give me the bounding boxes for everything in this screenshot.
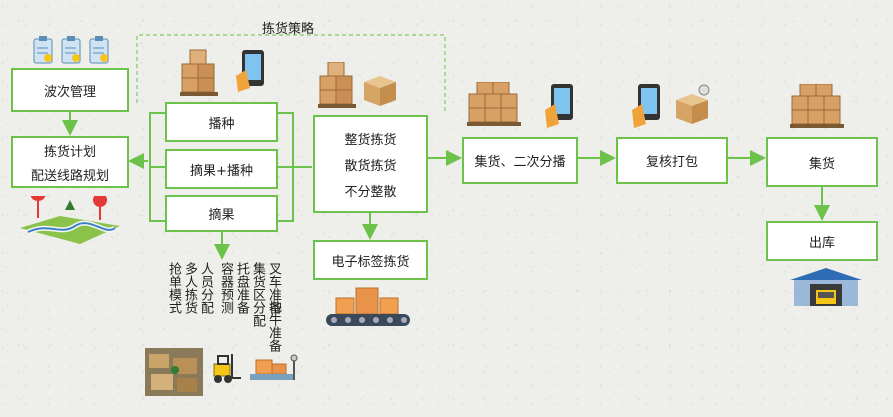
review-pack-box[interactable]: 复核打包 xyxy=(616,137,728,184)
wave-management-box[interactable]: 波次管理 xyxy=(11,68,129,112)
pick-plan-box[interactable]: 拣货计划 配送线路规划 xyxy=(11,136,129,188)
note-container-forecast: 容器预测 xyxy=(218,262,233,314)
mixed-pick-label: 不分整散 xyxy=(344,184,397,200)
warehouse-icon xyxy=(145,348,203,396)
route-map-icon xyxy=(20,196,120,244)
boxes-icon xyxy=(180,49,264,96)
pallet-scale-icon xyxy=(250,354,298,380)
sow-box[interactable]: 播种 xyxy=(165,102,278,142)
note-collect-area: 集货区分配 xyxy=(250,262,265,327)
rfid-pick-label: 电子标签拣货 xyxy=(331,254,410,270)
note-staff-assign: 人员分配 xyxy=(198,262,213,314)
pick-label: 摘果 xyxy=(208,208,235,223)
clipboard-icon xyxy=(33,36,109,64)
note-forklift-prep: 叉车准备 xyxy=(266,262,281,314)
collect-box[interactable]: 集货 xyxy=(766,137,878,187)
note-multi-pick: 多人拣货 xyxy=(182,262,197,314)
pick-sow-label: 摘果+播种 xyxy=(190,163,253,179)
forklift-icon xyxy=(213,354,241,383)
outbound-label: 出库 xyxy=(808,235,835,251)
boxes-icon xyxy=(790,84,844,128)
review-pack-label: 复核打包 xyxy=(645,155,698,170)
strategy-label: 拣货策略 xyxy=(262,22,315,37)
rfid-pick-box[interactable]: 电子标签拣货 xyxy=(313,240,428,280)
collect-sort-label: 集货、二次分播 xyxy=(474,155,566,170)
pick-sow-box[interactable]: 摘果+播种 xyxy=(165,149,278,189)
outbound-box[interactable]: 出库 xyxy=(766,221,878,261)
conveyor-icon xyxy=(326,287,410,326)
pick-plan-label: 拣货计划 xyxy=(43,144,96,160)
note-pallet-jack-prep: 地牛准备 xyxy=(266,300,281,352)
pick-box[interactable]: 摘果 xyxy=(165,195,278,232)
boxes-icon xyxy=(467,82,573,128)
wave-management-label: 波次管理 xyxy=(43,84,96,100)
collect-label: 集货 xyxy=(808,156,835,172)
whole-pick-label: 整货拣货 xyxy=(344,132,397,148)
note-grab-mode: 抢单模式 xyxy=(166,262,181,314)
phone-icon xyxy=(632,84,710,128)
collect-sort-box[interactable]: 集货、二次分播 xyxy=(462,137,578,184)
warehouse-icon xyxy=(790,268,862,306)
pick-methods-box[interactable]: 整货拣货 散货拣货 不分整散 xyxy=(313,115,428,213)
boxes-icon xyxy=(318,62,396,108)
loose-pick-label: 散货拣货 xyxy=(344,158,397,174)
sow-label: 播种 xyxy=(208,116,235,132)
route-plan-label: 配送线路规划 xyxy=(30,168,109,184)
note-pallet-prep: 托盘准备 xyxy=(234,262,249,314)
